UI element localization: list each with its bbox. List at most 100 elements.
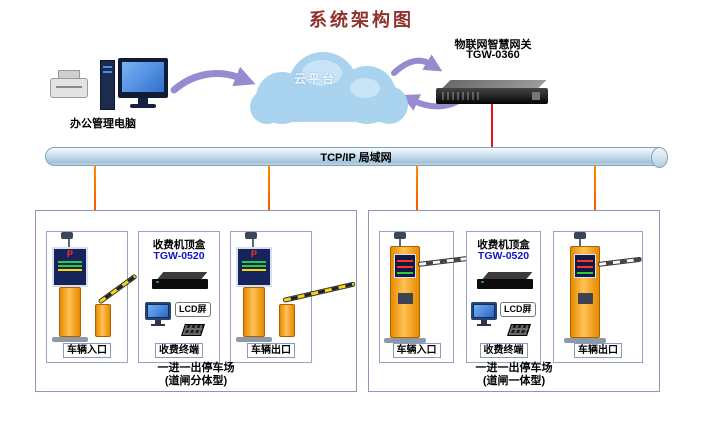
lan-bus-label: TCP/IP 局域网	[320, 151, 392, 164]
led-line	[397, 260, 413, 262]
settop-title: 收费机顶盒	[477, 239, 530, 251]
machine-post	[243, 287, 265, 337]
camera-pole	[579, 239, 581, 246]
camera-icon	[245, 232, 257, 239]
led-line	[58, 269, 82, 271]
group-caption-line2: (道闸分体型)	[164, 375, 228, 387]
entrance-label: 车辆入口	[392, 343, 441, 358]
gateway-link-line	[491, 104, 493, 148]
settop-device-icon	[477, 272, 533, 290]
monitor-stand	[138, 98, 148, 104]
tollbox-box: 收费机顶盒 TGW-0520 LCD屏 收费终端	[138, 231, 220, 363]
settop-title: 收费机顶盒	[152, 239, 206, 251]
monitor-base	[130, 104, 156, 108]
integrated-machine-body	[570, 246, 600, 338]
led-line	[242, 261, 266, 263]
camera-pole	[68, 239, 70, 247]
led-line	[242, 269, 266, 271]
gateway-model: TGW-0360	[466, 49, 520, 61]
lcd-base	[151, 324, 165, 326]
lcd-screen-icon	[145, 302, 171, 328]
led-display	[394, 254, 416, 278]
settop-model: TGW-0520	[477, 250, 530, 262]
machine-base	[236, 337, 272, 342]
cloud-icon: 云平台	[250, 46, 410, 128]
barrier-housing	[95, 304, 111, 337]
barrier-housing	[279, 304, 295, 337]
intercom-panel	[578, 293, 593, 304]
pc-tower-stripe	[103, 66, 112, 68]
pc-tower-stripe	[103, 71, 112, 73]
group-caption-line2: (道闸一体型)	[482, 375, 546, 387]
machine-post	[59, 287, 81, 337]
printer-slot	[56, 86, 82, 88]
lcd-stand	[481, 320, 487, 324]
entrance-display-screen: P	[52, 247, 88, 287]
lcd-stand	[155, 320, 161, 324]
office-computer-illustration	[42, 56, 172, 114]
entrance-lane-box: P 车辆入口	[46, 231, 138, 363]
bus-drop-line	[594, 166, 596, 231]
exit-lane-box: P 车辆出口	[230, 231, 356, 363]
camera-pole	[399, 239, 401, 246]
gateway-name: 物联网智慧网关	[454, 39, 532, 51]
barrier-arm	[597, 256, 642, 267]
parking-group-integrated-type: 车辆入口 收费机顶盒 TGW-0520 LCD屏 收费终端	[368, 210, 660, 392]
settop-model: TGW-0520	[153, 250, 205, 262]
exit-display-screen: P	[236, 247, 272, 287]
gateway-port	[532, 92, 540, 100]
lcd-panel	[474, 305, 494, 317]
intercom-panel	[398, 293, 413, 304]
lcd-label-bubble: LCD屏	[500, 302, 536, 317]
settop-front-face	[152, 279, 208, 289]
diagram-title: 系统架构图	[309, 10, 414, 30]
exit-lane-box: 车辆出口	[553, 231, 643, 363]
lan-bus: TCP/IP 局域网	[45, 147, 668, 168]
display-led-text: P	[250, 249, 257, 259]
keypad-icon	[181, 324, 205, 336]
printer-tray	[58, 70, 80, 79]
gateway-device-icon	[436, 80, 548, 108]
cloud-label: 云平台	[294, 72, 337, 86]
machine-base	[52, 337, 88, 342]
camera-icon	[394, 232, 406, 239]
barrier-arm	[282, 281, 356, 303]
cloud-highlight	[302, 60, 342, 86]
monitor-screen	[122, 62, 164, 92]
entrance-label: 车辆入口	[63, 343, 111, 358]
arrow-pc-to-cloud	[170, 66, 256, 94]
exit-label: 车辆出口	[574, 343, 622, 358]
led-line	[397, 266, 413, 268]
lcd-screen-icon	[471, 302, 497, 328]
terminal-label: 收费终端	[155, 343, 203, 358]
barrier-arm	[97, 273, 138, 305]
camera-pole	[252, 239, 254, 247]
entrance-lane-box: 车辆入口	[379, 231, 468, 363]
camera-icon	[574, 232, 586, 239]
office-computer-label: 办公管理电脑	[70, 118, 136, 130]
led-line	[397, 272, 413, 274]
settop-device-icon	[152, 272, 208, 290]
led-line	[577, 266, 593, 268]
bus-drop-line	[416, 166, 418, 231]
gateway-vents	[442, 92, 482, 100]
bus-drop-line	[94, 166, 96, 231]
lcd-panel	[148, 305, 168, 317]
keypad-icon	[507, 324, 531, 336]
settop-front-face	[477, 279, 533, 289]
lcd-base	[477, 324, 491, 326]
gateway-front-face	[436, 88, 548, 104]
group-caption-line1: 一进一出停车场	[475, 362, 553, 374]
group-caption-line1: 一进一出停车场	[157, 362, 235, 374]
led-line	[58, 265, 82, 267]
tollbox-box: 收费机顶盒 TGW-0520 LCD屏 收费终端	[466, 231, 541, 363]
led-line	[58, 261, 82, 263]
camera-icon	[61, 232, 73, 239]
led-line	[577, 272, 593, 274]
led-line	[577, 260, 593, 262]
display-led-text: P	[66, 249, 73, 259]
exit-label: 车辆出口	[247, 343, 295, 358]
terminal-label: 收费终端	[479, 343, 528, 358]
settop-led	[481, 281, 484, 283]
